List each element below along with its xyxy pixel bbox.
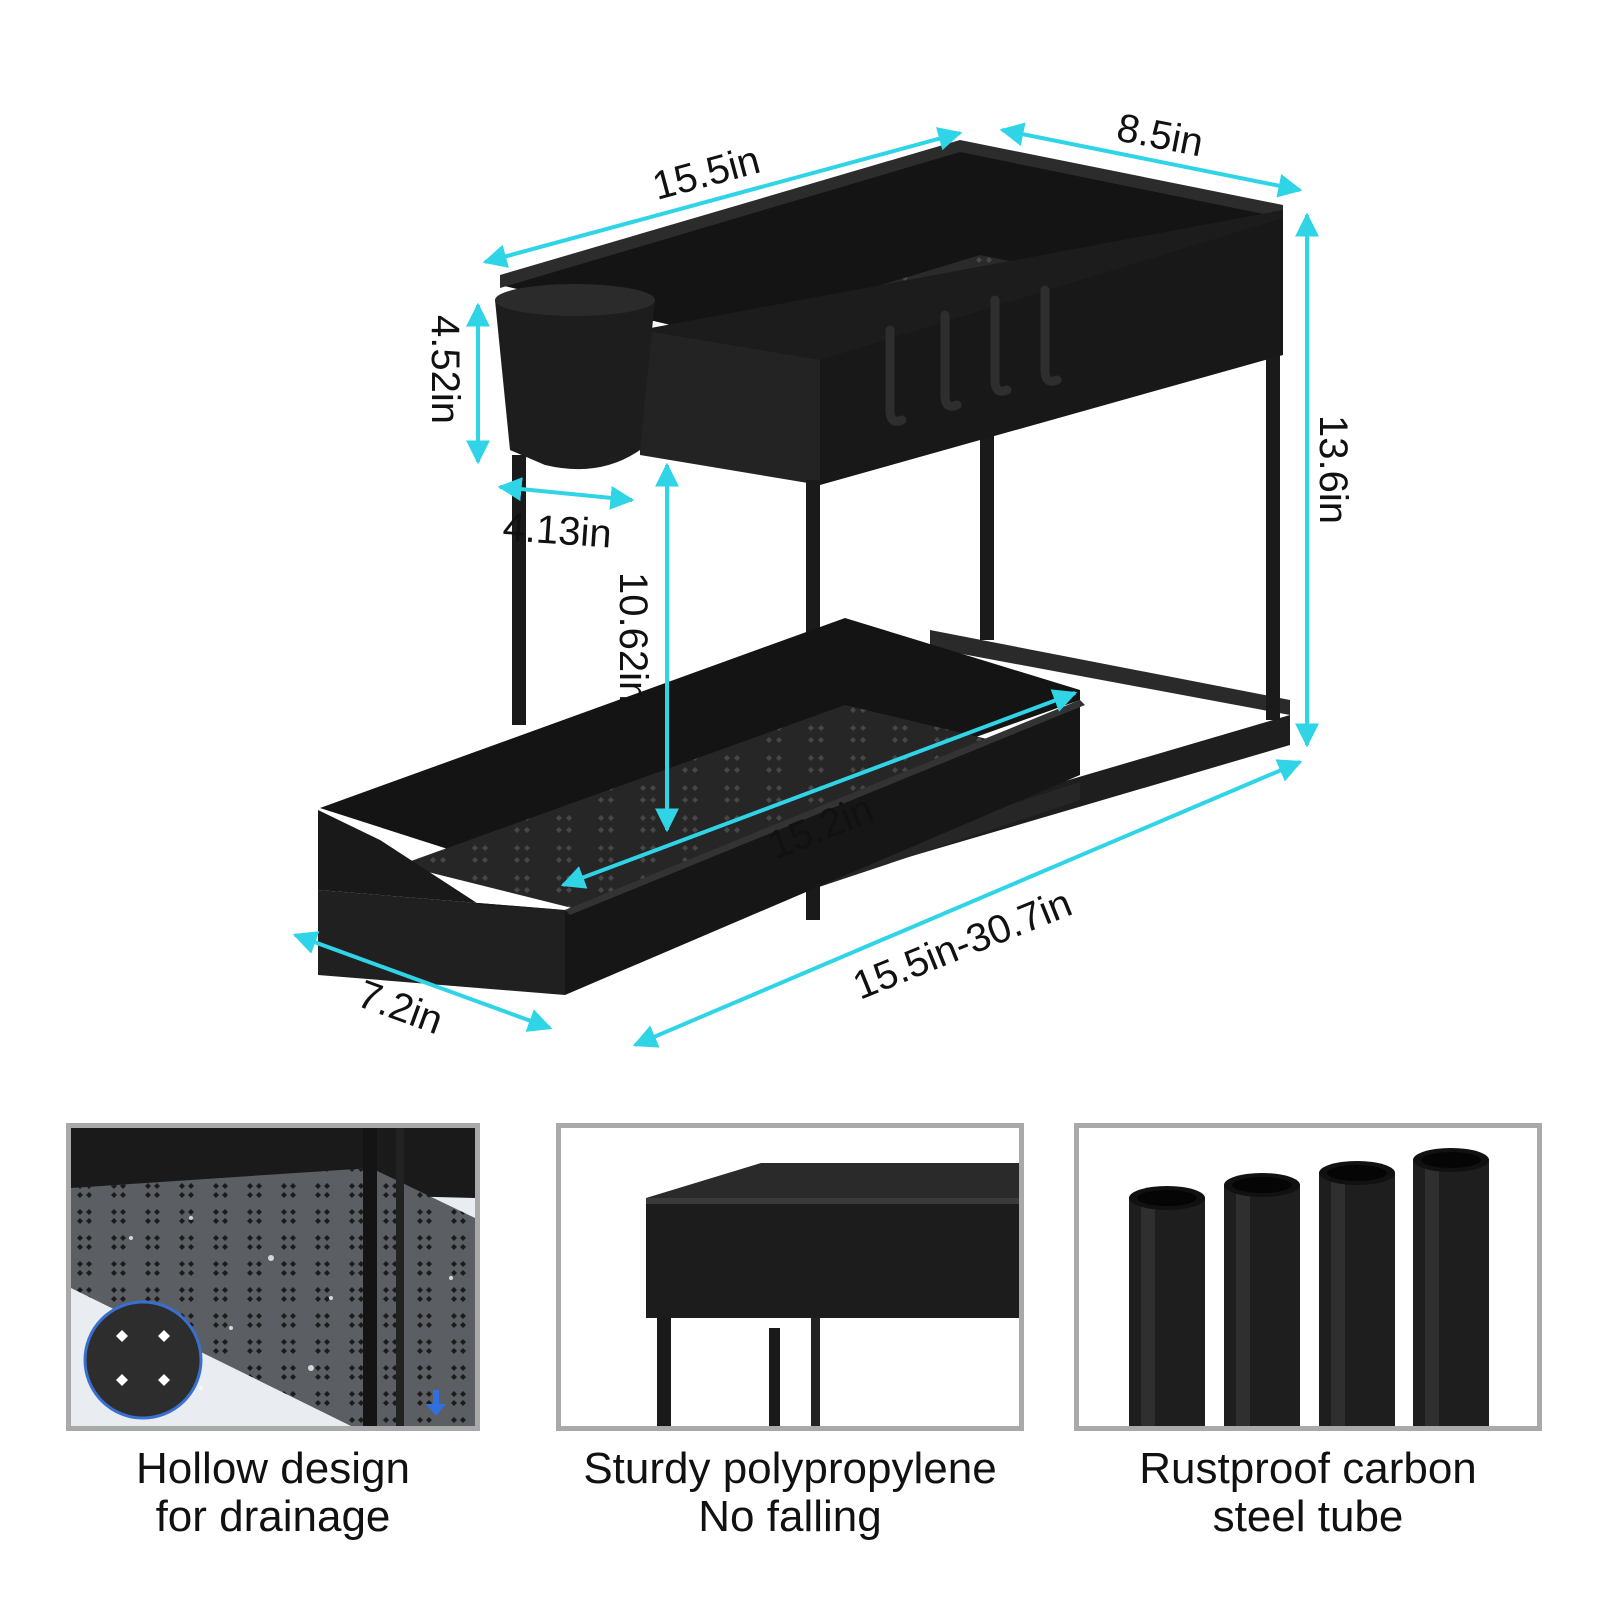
steel-tubes-image (1079, 1128, 1537, 1426)
caption-polypropylene: Sturdy polypropylene No falling (556, 1445, 1024, 1541)
feature-panel-drainage (66, 1123, 480, 1431)
caption-drainage: Hollow design for drainage (66, 1445, 480, 1541)
drain-arrow-icon (426, 1390, 446, 1416)
dim-cup-width: 4.13in (501, 505, 613, 556)
caption-steel-tube-line2: steel tube (1212, 1492, 1404, 1541)
hole-pattern-zoom-icon (83, 1300, 203, 1420)
hook-rack (885, 285, 1062, 426)
dim-tier-gap: 10.62in (611, 572, 655, 703)
steel-tube-1 (1129, 1186, 1205, 1426)
caption-drainage-line1: Hollow design (136, 1444, 410, 1493)
caption-steel-tube-line1: Rustproof carbon (1139, 1444, 1477, 1493)
steel-tube-2 (1224, 1173, 1300, 1426)
cup-holder (495, 284, 655, 470)
steel-tube-3 (1319, 1161, 1395, 1426)
caption-drainage-line2: for drainage (155, 1492, 391, 1541)
caption-steel-tube: Rustproof carbon steel tube (1074, 1445, 1542, 1541)
product-dimension-diagram: 15.5in 8.5in 13.6in 4.52in 4.13in 10.62i… (292, 106, 1355, 1048)
basket-corner-image (561, 1128, 1019, 1426)
dim-top-length: 15.5in (648, 138, 765, 209)
feature-panel-steel-tube (1074, 1123, 1542, 1431)
caption-polypropylene-line1: Sturdy polypropylene (583, 1444, 997, 1493)
dim-cup-height: 4.52in (423, 315, 467, 424)
dim-extended-length: 15.5in-30.7in (847, 881, 1078, 1008)
dimension-lines (292, 122, 1319, 1048)
dim-total-height: 13.6in (1311, 415, 1355, 524)
caption-polypropylene-line2: No falling (698, 1492, 882, 1541)
drainage-closeup-image (71, 1128, 475, 1426)
feature-panel-polypropylene (556, 1123, 1024, 1431)
steel-tube-4 (1413, 1148, 1489, 1426)
